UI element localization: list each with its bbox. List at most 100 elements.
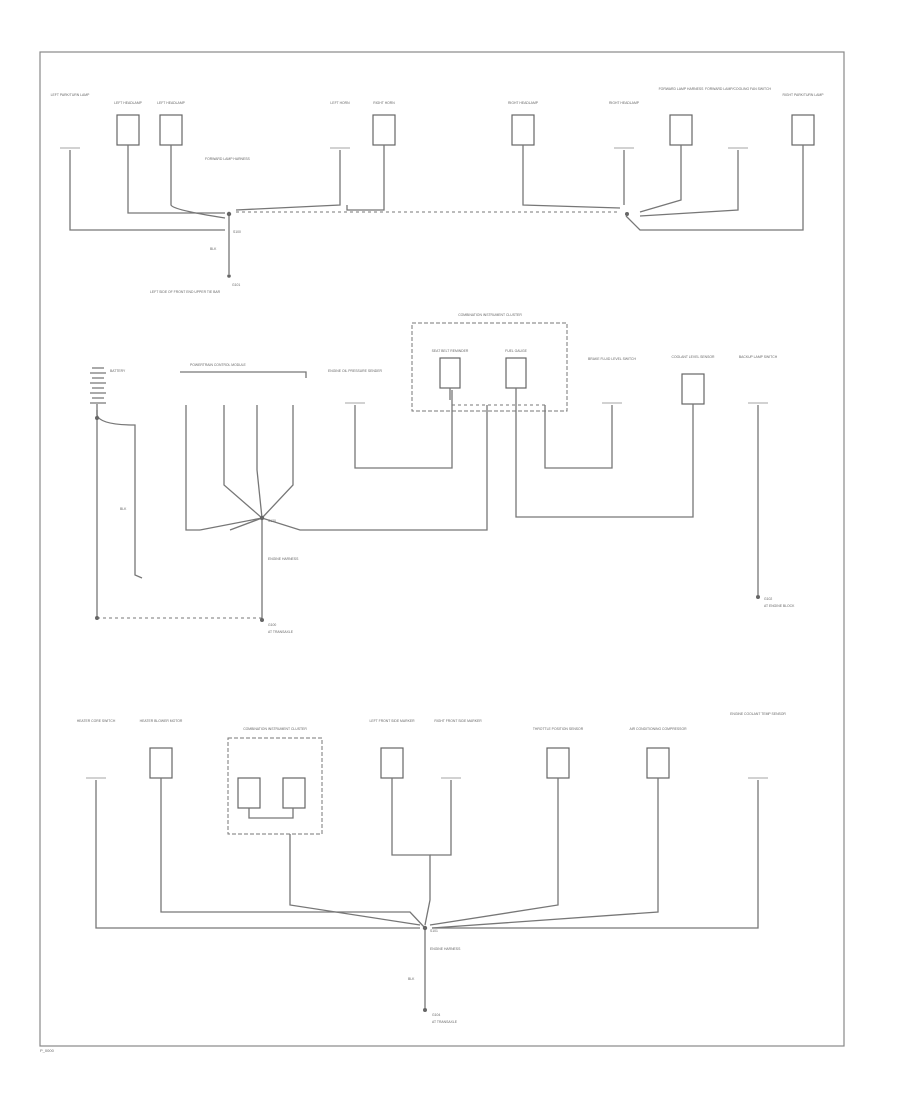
wire-right-park-turn xyxy=(625,145,804,231)
wire-ipc-2 xyxy=(289,834,421,926)
heater-blower-component xyxy=(149,747,173,779)
wire-right-horn xyxy=(346,145,385,211)
label-heater-blower: HEATER BLOWER MOTOR xyxy=(140,719,183,723)
label-s2-wire-color: BLK xyxy=(120,507,127,511)
label-s101-note: ENGINE HARNESS xyxy=(430,947,461,951)
label-backup-lamp: BACKUP LAMP SWITCH xyxy=(739,355,778,359)
pcm-bracket xyxy=(180,371,307,378)
label-ac-compressor: AIR CONDITIONING COMPRESSOR xyxy=(629,727,687,731)
left-headlamp-component xyxy=(116,114,140,146)
label-left-horn: LEFT HORN xyxy=(330,101,350,105)
ac-compressor-component xyxy=(646,747,670,779)
section-body: HEATER CORE SWITCH HEATER BLOWER MOTOR C… xyxy=(77,712,787,1024)
label-g100: G100 xyxy=(268,623,276,627)
wire-right-headlamp xyxy=(522,145,621,209)
left-headlamp-2-component xyxy=(159,114,183,146)
label-battery: BATTERY xyxy=(110,369,126,373)
ground-g100-symbol xyxy=(260,618,264,622)
wire-ac-compressor xyxy=(431,778,659,929)
wire-left-horn xyxy=(235,150,341,211)
label-right-horn: RIGHT HORN xyxy=(373,101,395,105)
label-s1-wire-color: BLK xyxy=(210,247,217,251)
throttle-position-component xyxy=(546,747,570,779)
splice-s120 xyxy=(259,515,265,521)
wire-ipc-2a xyxy=(248,808,294,819)
label-fuel-gauge: FUEL GAUGE xyxy=(505,349,527,353)
wire-left-headlamp xyxy=(127,145,225,214)
label-right-headlamp-2: RIGHT HEADLAMP xyxy=(609,101,640,105)
label-throttle: THROTTLE POSITION SENSOR xyxy=(533,727,584,731)
seat-belt-component xyxy=(439,357,461,389)
label-ipc-2: COMBINATION INSTRUMENT CLUSTER xyxy=(243,727,307,731)
label-s100: S100 xyxy=(233,230,241,234)
label-heater-core: HEATER CORE SWITCH xyxy=(77,719,116,723)
left-side-marker-component xyxy=(380,747,404,779)
label-ipc-box: COMBINATION INSTRUMENT CLUSTER xyxy=(458,313,522,317)
ground-g101-symbol xyxy=(227,274,231,278)
wire-fan-switch xyxy=(639,150,739,217)
label-cooling-fan-switch: FORWARD LAMP/COOLING FAN SWITCH xyxy=(705,87,771,91)
label-left-marker: LEFT FRONT SIDE MARKER xyxy=(369,719,415,723)
wire-left-headlamp-2 xyxy=(170,145,226,219)
ipc-lamp-b xyxy=(282,777,306,809)
splice-s100-right xyxy=(625,212,629,216)
label-s120-note: ENGINE HARNESS xyxy=(268,557,299,561)
label-s100-note: FORWARD LAMP HARNESS xyxy=(205,157,251,161)
ground-g102-symbol xyxy=(756,595,760,599)
label-left-headlamp: LEFT HEADLAMP xyxy=(114,101,143,105)
section-engine: BATTERY POWERTRAIN CONTROL MODULE COMBIN… xyxy=(90,313,795,634)
wire-pcm-1 xyxy=(185,405,200,531)
wire-left-park-turn xyxy=(69,150,225,231)
label-pcm: POWERTRAIN CONTROL MODULE xyxy=(190,363,246,367)
battery-symbol xyxy=(90,367,106,404)
wire-oil-pressure xyxy=(354,390,453,469)
wire-heater-blower xyxy=(160,778,426,929)
label-s3-wire-color: BLK xyxy=(408,977,415,981)
ipc-box-2 xyxy=(227,737,323,835)
ground-g104-symbol xyxy=(423,1008,427,1012)
label-seat-belt: SEAT BELT REMINDER xyxy=(432,349,469,353)
wire-fuel-gauge xyxy=(515,388,694,518)
label-g101: G101 xyxy=(232,283,240,287)
label-coolant-level: COOLANT LEVEL SENSOR xyxy=(672,355,716,359)
wire-left-marker xyxy=(391,778,431,926)
wire-right-marker xyxy=(430,780,452,856)
coolant-level-component xyxy=(681,373,705,405)
label-g102-location: AT ENGINE BLOCK xyxy=(764,604,795,608)
wire-coolant-temp xyxy=(432,780,759,929)
wire-forward-lamp xyxy=(639,145,682,213)
ipc-box xyxy=(411,322,568,412)
label-brake-fluid: BRAKE FLUID LEVEL SWITCH xyxy=(588,357,636,361)
wire-pcm-2 xyxy=(223,405,263,519)
label-forward-lamp-harness: FORWARD LAMP HARNESS xyxy=(659,87,705,91)
label-g100-location: AT TRANSAXLE xyxy=(268,630,294,634)
wire-pcm-4 xyxy=(261,405,294,519)
wire-pcm-cross-1 xyxy=(199,405,488,531)
label-coolant-temp: ENGINE COOLANT TEMP SENSOR xyxy=(730,712,786,716)
wire-pcm-cross-2 xyxy=(229,517,263,531)
wire-heater-core xyxy=(95,780,420,929)
label-oil-pressure: ENGINE OIL PRESSURE SENDER xyxy=(328,369,382,373)
figure-id: P_0000 xyxy=(40,1048,55,1053)
label-g101-location: LEFT SIDE OF FRONT END UPPER TIE BAR xyxy=(150,290,221,294)
label-g104: G104 xyxy=(432,1013,440,1017)
label-right-marker: RIGHT FRONT SIDE MARKER xyxy=(434,719,482,723)
label-s101: S101 xyxy=(430,929,438,933)
label-g102: G102 xyxy=(764,597,772,601)
splice-s100 xyxy=(226,211,232,217)
right-horn-component xyxy=(372,114,396,146)
ipc-lamp-a xyxy=(237,777,261,809)
label-s120: S120 xyxy=(268,519,276,523)
fuel-gauge-component xyxy=(505,357,527,389)
label-left-headlamp-2: LEFT HEADLAMP xyxy=(157,101,186,105)
label-g104-location: AT TRANSAXLE xyxy=(432,1020,458,1024)
wire-pcm-3 xyxy=(256,405,263,519)
forward-lamp-component xyxy=(669,114,693,146)
g100-left-node xyxy=(95,616,99,620)
battery-node xyxy=(95,416,99,420)
wire-brake-fluid xyxy=(544,405,613,469)
label-right-park-turn: RIGHT PARK/TURN LAMP xyxy=(783,93,825,97)
right-park-turn-lamp-component xyxy=(791,114,815,146)
diagram-frame xyxy=(39,51,845,1047)
